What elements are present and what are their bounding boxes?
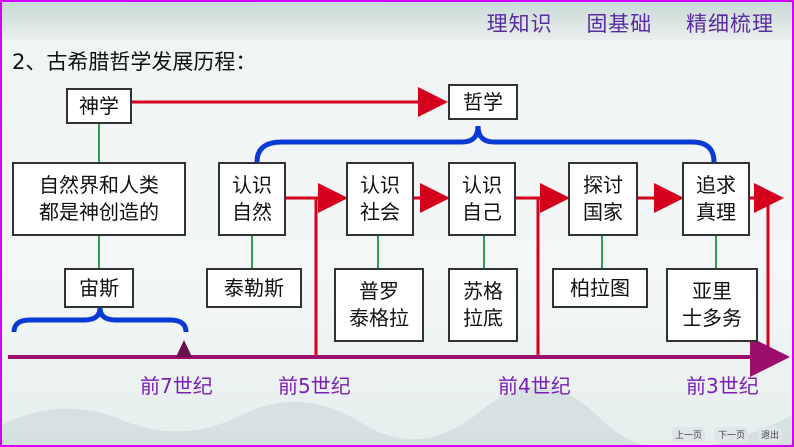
exit-button[interactable]: 退出 [757, 427, 782, 442]
box-theology: 神学 [66, 88, 132, 124]
state-line1: 探讨 [583, 173, 623, 197]
zeus-brace [11, 307, 189, 333]
state-line2: 国家 [583, 200, 623, 224]
aristotle-line2: 士多务 [682, 306, 742, 330]
protagoras-line2: 泰格拉 [349, 306, 409, 330]
aristotle-line1: 亚里 [692, 279, 732, 303]
truth-line1: 追求 [696, 173, 736, 197]
era-label-7th: 前7世纪 [140, 374, 213, 398]
society-line1: 认识 [360, 173, 400, 197]
nature-line2: 自然 [232, 200, 272, 224]
banner-tab-1: 理知识 [486, 12, 553, 36]
box-aristotle: 亚里 士多务 [666, 268, 758, 342]
era-label-3rd: 前3世纪 [686, 374, 759, 398]
theology-desc-line2: 都是神创造的 [39, 200, 159, 224]
self-line1: 认识 [462, 173, 502, 197]
box-zeus: 宙斯 [64, 268, 134, 308]
socrates-line2: 拉底 [463, 306, 503, 330]
box-protagoras: 普罗 泰格拉 [334, 268, 424, 342]
protagoras-line1: 普罗 [359, 279, 399, 303]
box-plato: 柏拉图 [552, 268, 648, 308]
box-philosophy: 哲学 [448, 84, 518, 120]
truth-line2: 真理 [696, 200, 736, 224]
box-discuss-state: 探讨 国家 [568, 162, 638, 236]
era-label-4th: 前4世纪 [498, 374, 571, 398]
philosophy-brace [254, 125, 717, 163]
timeline-marker [176, 340, 192, 357]
banner-tab-2: 固基础 [586, 12, 653, 36]
socrates-line1: 苏格 [463, 279, 503, 303]
theology-desc-line1: 自然界和人类 [39, 173, 159, 197]
header-banner: 理知识 固基础 精细梳理 [2, 2, 792, 40]
box-socrates: 苏格 拉底 [448, 268, 518, 342]
page-title: 2、古希腊哲学发展历程： [12, 50, 257, 74]
footer-nav: 上一页 下一页 退出 [671, 427, 782, 442]
self-line2: 自己 [462, 200, 502, 224]
next-page-button[interactable]: 下一页 [714, 427, 748, 442]
box-know-self: 认识 自己 [448, 162, 516, 236]
banner-tab-3: 精细梳理 [686, 12, 774, 36]
era-label-5th: 前5世纪 [278, 374, 351, 398]
box-thales: 泰勒斯 [206, 268, 302, 308]
society-line2: 社会 [360, 200, 400, 224]
nature-line1: 认识 [232, 173, 272, 197]
banner-title: 理知识 固基础 精细梳理 [461, 8, 774, 38]
box-know-society: 认识 社会 [346, 162, 414, 236]
box-know-nature: 认识 自然 [218, 162, 286, 236]
box-theology-desc: 自然界和人类 都是神创造的 [12, 162, 186, 236]
prev-page-button[interactable]: 上一页 [671, 427, 705, 442]
box-pursue-truth: 追求 真理 [682, 162, 750, 236]
background-scenery [2, 386, 792, 445]
